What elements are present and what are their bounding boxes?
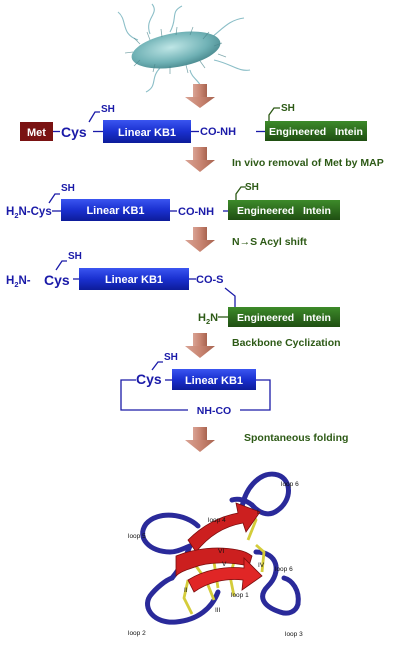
kb1-label: Linear KB1: [105, 274, 163, 286]
intein-box: [228, 307, 340, 327]
row2-intermediate: H2N-Cys SH Linear KB1 CO-NH SH Engineere…: [6, 182, 340, 221]
kb1-label: Linear KB1: [185, 375, 243, 387]
met-box: [20, 122, 53, 141]
bacterium-icon: [117, 3, 251, 93]
cyclic-bond-label: NH-CO: [197, 405, 231, 417]
row3-thioester: H2N- Cys SH Linear KB1 CO-S H2N Engineer…: [6, 251, 340, 327]
step-spontaneous-folding: Spontaneous folding: [244, 432, 348, 444]
loop-label: loop 1: [231, 592, 249, 599]
sh-label: SH: [164, 352, 178, 363]
kb1-box: [79, 268, 189, 290]
kb1-box: [172, 369, 256, 390]
amine-label: H2N: [198, 312, 218, 326]
loop-label: loop 3: [285, 631, 303, 638]
beta-strand: [187, 557, 263, 593]
sh-label: SH: [61, 183, 75, 194]
cysteine-label: VI: [218, 548, 224, 555]
loop-label: loop 6: [275, 566, 293, 573]
intein-label: Engineered Intein: [269, 126, 363, 138]
met-label: Met: [27, 127, 46, 139]
kb1-box: [61, 199, 170, 221]
intein-sh-label: SH: [281, 103, 295, 114]
kb1-box: [103, 120, 191, 143]
cysteine-label: I: [257, 509, 259, 516]
intein-box: [265, 121, 367, 141]
cys-label: Cys: [44, 272, 70, 288]
down-arrow-icon: [185, 333, 215, 358]
intein-label: Engineered Intein: [237, 205, 331, 217]
beta-strand: [187, 502, 261, 553]
down-arrow-icon: [185, 147, 215, 172]
loop-label: loop 5: [128, 533, 146, 540]
step-backbone-cyclization: Backbone Cyclization: [232, 337, 341, 349]
cysteine-label: III: [215, 607, 221, 614]
down-arrow-icon: [185, 84, 215, 108]
row4-cyclic-peptide: Cys SH Linear KB1 NH-CO: [120, 352, 271, 417]
peptide-bond-label: CO-NH: [178, 206, 214, 218]
cys-label: Cys: [136, 371, 162, 387]
intein-box: [228, 200, 340, 220]
cys-label: Cys: [61, 124, 87, 140]
thioester-label: CO-S: [196, 274, 224, 286]
cysteine-label: IV: [258, 562, 265, 569]
n-terminus-label: H2N-Cys: [6, 206, 52, 220]
beta-strand: [175, 547, 253, 577]
peptide-bond-label: CO-NH: [200, 126, 236, 138]
row1-precursor: Met Cys SH Linear KB1 CO-NH SH Engineere…: [20, 103, 367, 143]
step-acyl-shift: N→S Acyl shift: [232, 236, 307, 248]
loop-label: loop 4: [208, 517, 226, 524]
intein-sh-label: SH: [245, 182, 259, 193]
down-arrow-icon: [185, 227, 215, 252]
cysteine-label: II: [184, 587, 188, 594]
down-arrow-icon: [185, 427, 215, 452]
sh-label: SH: [101, 104, 115, 115]
intein-label: Engineered Intein: [237, 312, 331, 324]
cysteine-label: V: [222, 561, 227, 568]
kb1-label: Linear KB1: [118, 127, 176, 139]
step-met-removal: In vivo removal of Met by MAP: [232, 157, 384, 169]
folded-cyclotide-structure: loop 6 loop 4 loop 5 loop 6 loop 1 loop …: [128, 471, 303, 638]
sh-label: SH: [68, 251, 82, 262]
n-terminus-label: H2N-: [6, 275, 31, 289]
loop-label: loop 2: [128, 630, 146, 637]
loop-label: loop 6: [281, 481, 299, 488]
kb1-label: Linear KB1: [86, 205, 144, 217]
